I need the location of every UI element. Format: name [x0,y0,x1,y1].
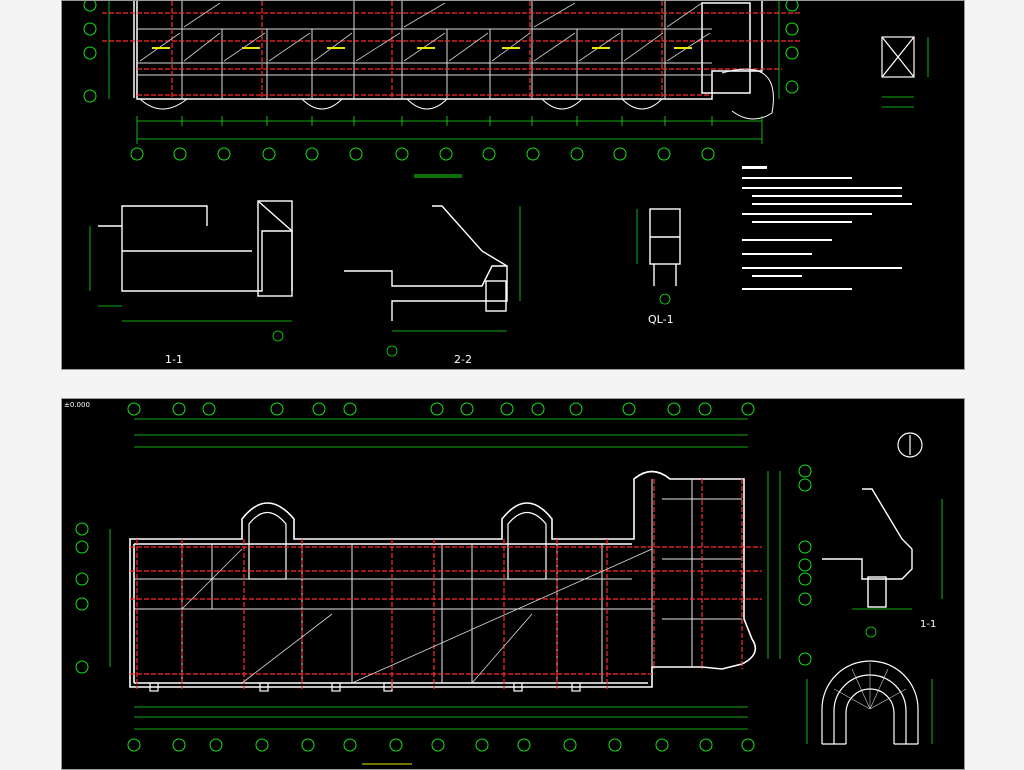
detail-ql1-drawing [649,208,681,286]
axis-bubbles-left [75,522,89,674]
detail-ql1-dims [636,209,671,305]
drawing-sheet-top[interactable]: 1-1 2-2 QL-1 [61,0,965,370]
slab-diagonals-bottom [181,548,653,684]
foundation-plan-bottom: ±0.000 [64,401,943,765]
detail-2-2-label: 2-2 [454,353,472,366]
beam-lines [102,1,802,99]
plan-walls [137,1,712,99]
inner-walls [134,479,742,683]
column-detail-dims [882,37,929,108]
slab-marks [152,47,692,49]
corner-elevation-label: ±0.000 [64,401,90,409]
detail-ql1-label: QL-1 [648,313,674,326]
bay-windows [139,68,774,120]
axis-bubbles-top-row [127,402,755,416]
inner-arches [248,511,547,580]
axis-bubbles-side [83,1,799,103]
foundation-plan-top: 1-1 2-2 QL-1 [83,1,929,366]
detail-1-1-dims [89,226,292,342]
detail-1-1-label: 1-1 [165,353,183,366]
slab-diagonals [139,2,711,62]
axis-bubbles-top [130,147,715,161]
axis-bubbles-bottom-row [127,738,755,752]
column-detail [881,36,915,78]
bottom-notches [149,682,581,692]
red-beams [130,479,762,689]
axis-bubbles-right [798,464,812,666]
section-detail-1-1-drawing [822,488,913,608]
section-detail-dims [852,499,943,638]
detail-2-2-drawing [344,205,508,321]
stair-dims [806,679,933,744]
notes-block [742,166,912,290]
stair-radial-lines [833,663,907,710]
drawing-sheet-bottom[interactable]: ±0.000 [61,398,965,770]
dimension-ticks [136,116,763,144]
dimension-lines [108,1,780,140]
detail-1-1-drawing [98,200,293,297]
right-dimension-lines [109,471,781,667]
section-detail-label: 1-1 [920,619,936,630]
detail-2-2-dims [386,206,521,357]
plan-outline [133,1,763,100]
top-dimension-lines [134,418,748,448]
north-arrow-icon [897,432,923,458]
plan-title-underline [414,174,462,178]
bottom-dimension-lines [134,706,748,730]
